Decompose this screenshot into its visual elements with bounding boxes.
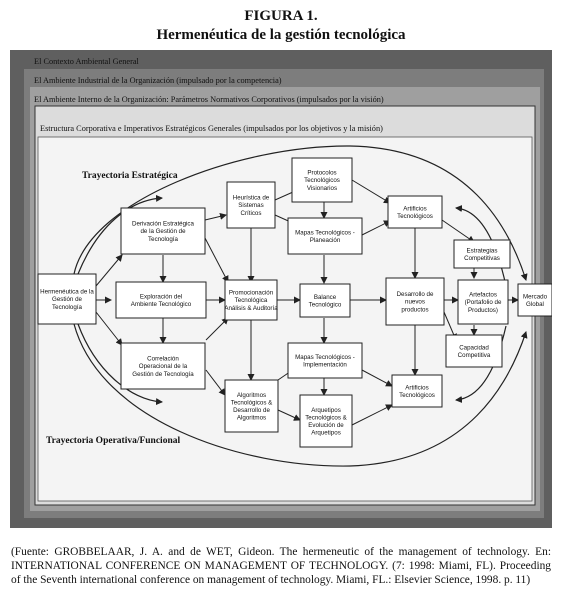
node-mercado-label: Mercado [523,293,548,300]
node-mapas-implementacion-label: Mapas Tecnológicos - [295,354,355,361]
node-heuristica-box [226,181,276,229]
market-feedback-lower [455,325,507,403]
node-arquetipos-label: Arquetipos [311,430,341,437]
node-promocion-label: Análisis & Auditoría [224,305,278,312]
node-capacidad-label: Competitiva [458,352,491,359]
node-artificios-bottom-label: Tecnológicos [399,392,435,399]
node-arquetipos-box [299,394,353,448]
figure-caption: (Fuente: GROBBELAAR, J. A. and de WET, G… [11,546,551,587]
node-correlacion-label: Gestión de Tecnología [132,371,194,378]
node-correlacion-label: Correlación [147,356,179,363]
node-protocolos-box [291,157,353,203]
figure-label: FIGURA 1. [244,8,318,24]
node-derivacion-label: Derivación Estratégica [132,221,194,228]
operational-trajectory-inner [77,323,163,406]
node-algoritmos-label: Algoritmos [237,392,266,399]
diagram-canvas [37,136,533,502]
node-balance-label: Balance [314,294,337,301]
node-desarrollo-box [385,277,445,326]
node-heuristica-label: Sistemas [238,202,263,209]
node-capacidad-label: Capacidad [459,344,489,351]
node-mapas-implementacion-label: Implementación [303,362,347,369]
node-desarrollo-label: nuevos [405,299,425,306]
operational-trajectory-curve [73,323,528,467]
node-desarrollo-label: productos [401,306,428,313]
node-hermeneutica-label: Hermenéutica de la [40,289,94,296]
node-desarrollo-label: Desarrollo de [397,291,434,298]
node-correlacion-box [120,342,206,390]
node-artificios-top-box [387,195,443,229]
node-estrategias-label: Competitivas [464,255,500,262]
connector [95,254,123,287]
connector [204,212,227,221]
env-general-label: El Contexto Ambiental General [34,57,140,66]
env-internal-label: El Ambiente Interno de la Organización: … [34,95,384,104]
node-artefactos-label: (Portafolio de [465,299,502,306]
market-feedback-upper [455,205,507,287]
operational-trajectory-label: Trayectoria Operativa/Funcional [46,436,180,446]
node-heuristica-label: Críticos [241,210,262,217]
env-industrial-label: El Ambiente Industrial de la Organizació… [34,76,282,85]
connector [361,369,393,387]
connector [441,219,475,243]
node-artificios-bottom-label: Artificios [405,384,428,391]
node-derivacion-label: Tecnología [148,236,178,243]
node-correlacion-label: Operacional de la [139,363,188,370]
strategic-trajectory-inner [77,194,163,275]
node-artificios-top-label: Artificios [403,205,426,212]
connector [361,220,391,236]
node-exploracion-box [115,281,207,319]
connector [95,311,123,346]
node-protocolos-label: Visionarios [307,185,337,192]
connector [205,369,226,396]
node-heuristica-label: Heurística de [233,195,270,202]
node-estrategias-box [453,239,511,269]
node-exploracion-label: Exploración del [140,293,182,300]
node-derivacion-box [120,207,206,255]
strategic-trajectory-label: Trayectoria Estratégica [82,171,178,181]
node-hermeneutica-label: Gestión de [52,296,82,303]
node-hermeneutica-box [37,273,97,325]
connector [351,404,393,426]
node-estrategias-label: Estrategias [467,247,498,254]
node-mapas-planeacion-label: Planeación [310,237,341,244]
node-algoritmos-label: Desarrollo de [233,407,270,414]
node-artificios-bottom-box [391,374,443,408]
connector [277,409,301,421]
node-artificios-top-label: Tecnológicos [397,213,433,220]
node-algoritmos-box [224,379,279,433]
node-arquetipos-label: Arquetipos [311,407,341,414]
figure-title: Hermenéutica de la gestión tecnológica [156,27,406,43]
node-capacidad-box [445,334,503,368]
connector [351,179,391,204]
hermeneutics-diagram: El Contexto Ambiental General El Ambient… [10,50,552,528]
node-algoritmos-label: Tecnológicos & [231,399,273,406]
connector [204,237,229,283]
node-hermeneutica-label: Tecnología [52,304,82,311]
env-corporate-label: Estructura Corporativa e Imperativos Est… [40,124,383,133]
node-arquetipos-label: Evolución de [308,422,344,429]
node-promocion-label: Promocionación [229,290,274,297]
node-mapas-implementacion-box [287,342,363,379]
node-artefactos-box [457,279,509,325]
strategic-trajectory-curve [73,145,528,281]
node-promocion-label: Tecnológica [235,297,268,304]
node-balance-box [299,283,351,318]
node-mercado-box [517,283,552,317]
node-protocolos-label: Tecnológicos [304,177,340,184]
node-arquetipos-label: Tecnológicos & [305,414,347,421]
node-exploracion-label: Ambiente Tecnológico [131,301,192,308]
node-derivacion-label: de la Gestión de [140,228,186,235]
node-artefactos-label: Artefactos [469,292,497,299]
node-mapas-planeacion-box [287,217,363,255]
node-algoritmos-label: Algoritmos [237,415,266,422]
node-artefactos-label: Productos) [468,307,498,314]
node-mapas-planeacion-label: Mapas Tecnológicos - [295,229,355,236]
node-mercado-label: Global [526,301,544,308]
node-balance-label: Tecnológico [309,302,342,309]
connector [205,317,229,341]
node-promocion-box [224,279,278,321]
node-protocolos-label: Protocolos [307,170,336,177]
